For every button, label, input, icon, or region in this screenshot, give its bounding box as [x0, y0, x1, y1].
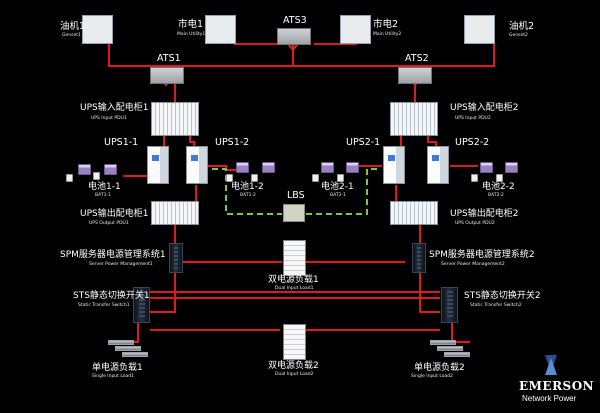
sts1-cabinet: [133, 287, 150, 323]
lbs-sync-link: [212, 168, 381, 215]
dual-load1-label: 双电源负载1: [268, 275, 319, 285]
emerson-tagline: Network Power: [522, 394, 577, 403]
pdu-in1-label-en: UPS Input PDU1: [91, 116, 127, 121]
battery-cell: [93, 172, 100, 180]
pdu-in1-label: UPS输入配电柜1: [80, 103, 149, 113]
battery1-1-label: 电池1-1: [88, 182, 121, 192]
ups1-1-unit: [147, 146, 169, 184]
emerson-logo-icon: [545, 355, 557, 375]
dual-load2-label: 双电源负载2: [268, 361, 319, 371]
genset1-label: 油机1: [60, 21, 86, 32]
sts1-label: STS静态切换开关1: [73, 291, 150, 301]
dual-input-load2-rack: [283, 324, 306, 360]
battery1-1-label-en: BAT1-1: [95, 193, 111, 198]
battery-cell: [104, 164, 117, 175]
ups-input-pdu1: [151, 102, 199, 136]
single-input-load1-unit: [122, 352, 148, 357]
lbs-label: LBS: [287, 190, 305, 201]
ats2-label: ATS2: [405, 53, 429, 64]
ups1-2-label: UPS1-2: [215, 137, 250, 148]
battery2-1-label-en: BAT2-1: [330, 193, 346, 198]
utility2-label: 市电2: [373, 19, 399, 30]
ats3-switch: [277, 28, 311, 45]
ups2-2-unit: [427, 146, 449, 184]
pdu-out2-label: UPS输出配电柜2: [450, 209, 519, 219]
dual-load2-label-en: Dual Input Load2: [275, 372, 314, 377]
sts2-cabinet: [441, 287, 458, 323]
battery-cell: [226, 174, 233, 182]
ups2-1-unit: [383, 146, 405, 184]
battery-cell: [480, 162, 493, 173]
genset2-label: 油机2: [509, 21, 535, 32]
single-load1-label: 单电源负载1: [92, 363, 143, 373]
battery2-2-label: 电池2-2: [482, 182, 515, 192]
ups1-1-label: UPS1-1: [104, 137, 139, 148]
sts2-label: STS静态切换开关2: [464, 291, 541, 301]
spm1-label: SPM服务器电源管理系统1: [60, 250, 166, 260]
spm2-label: SPM服务器电源管理系统2: [429, 250, 535, 260]
ats1-switch: [150, 67, 184, 84]
utility2-unit: [340, 15, 371, 44]
ups1-2-unit: [186, 146, 208, 184]
genset1-unit: [82, 15, 113, 44]
battery-cell: [321, 162, 334, 173]
ups-output-pdu2: [390, 201, 438, 225]
genset2-unit: [464, 15, 495, 44]
emerson-brand: EMERSON: [519, 379, 595, 393]
ats2-switch: [398, 67, 432, 84]
battery-cell: [337, 174, 344, 182]
ups2-1-label: UPS2-1: [346, 137, 381, 148]
single-input-load1-unit: [108, 340, 134, 345]
pdu-out2-label-en: UPS Output PDU2: [455, 221, 495, 226]
pdu-in2-label-en: UPS Input PDU2: [455, 116, 491, 121]
utility1-unit: [205, 15, 236, 44]
battery2-2-label-en: BAT2-2: [488, 193, 504, 198]
utility1-label: 市电1: [178, 19, 204, 30]
ats3-label: ATS3: [283, 15, 307, 26]
battery-cell: [505, 162, 518, 173]
genset1-label-en: Genset1: [62, 33, 81, 38]
battery2-1-label: 电池2-1: [321, 182, 354, 192]
single-load1-label-en: Single Input Load1: [92, 374, 135, 379]
ups-output-pdu1: [151, 201, 199, 225]
single-load2-label-en: Single Input Load2: [411, 374, 454, 379]
battery-cell: [496, 174, 503, 182]
pdu-out1-label: UPS输出配电柜1: [80, 209, 149, 219]
dual-input-load1-rack: [283, 240, 306, 276]
battery-cell: [262, 162, 275, 173]
spm1-label-en: Server Power Management1: [89, 262, 153, 267]
battery1-2-label: 电池1-2: [231, 182, 264, 192]
spm2-label-en: Server Power Management2: [441, 262, 505, 267]
utility1-label-en: Main Utility1: [177, 32, 206, 37]
pdu-out1-label-en: UPS Output PDU1: [89, 221, 129, 226]
battery1-2-label-en: BAT1-2: [240, 193, 256, 198]
spm2-cabinet: [412, 243, 426, 273]
utility2-label-en: Main Utility2: [373, 32, 402, 37]
battery-cell: [66, 174, 73, 182]
ups2-2-label: UPS2-2: [455, 137, 490, 148]
dual-load1-label-en: Dual Input Load1: [275, 286, 314, 291]
sts2-label-en: Static Transfer Switch2: [470, 303, 522, 308]
battery-cell: [471, 174, 478, 182]
single-input-load2-unit: [437, 346, 463, 351]
single-input-load2-unit: [444, 352, 470, 357]
single-load2-label: 单电源负载2: [414, 363, 465, 373]
ats1-label: ATS1: [157, 53, 181, 64]
battery-cell: [251, 174, 258, 182]
genset2-label-en: Genset2: [509, 33, 528, 38]
pdu-in2-label: UPS输入配电柜2: [450, 103, 519, 113]
sts1-label-en: Static Transfer Switch1: [78, 303, 130, 308]
battery-cell: [78, 164, 91, 175]
single-input-load1-unit: [115, 346, 141, 351]
battery-cell: [312, 174, 319, 182]
spm1-cabinet: [169, 243, 183, 273]
lbs-unit: [283, 204, 305, 222]
ups-input-pdu2: [390, 102, 438, 136]
battery-cell: [236, 162, 249, 173]
battery-cell: [346, 162, 359, 173]
single-input-load2-unit: [430, 340, 456, 345]
